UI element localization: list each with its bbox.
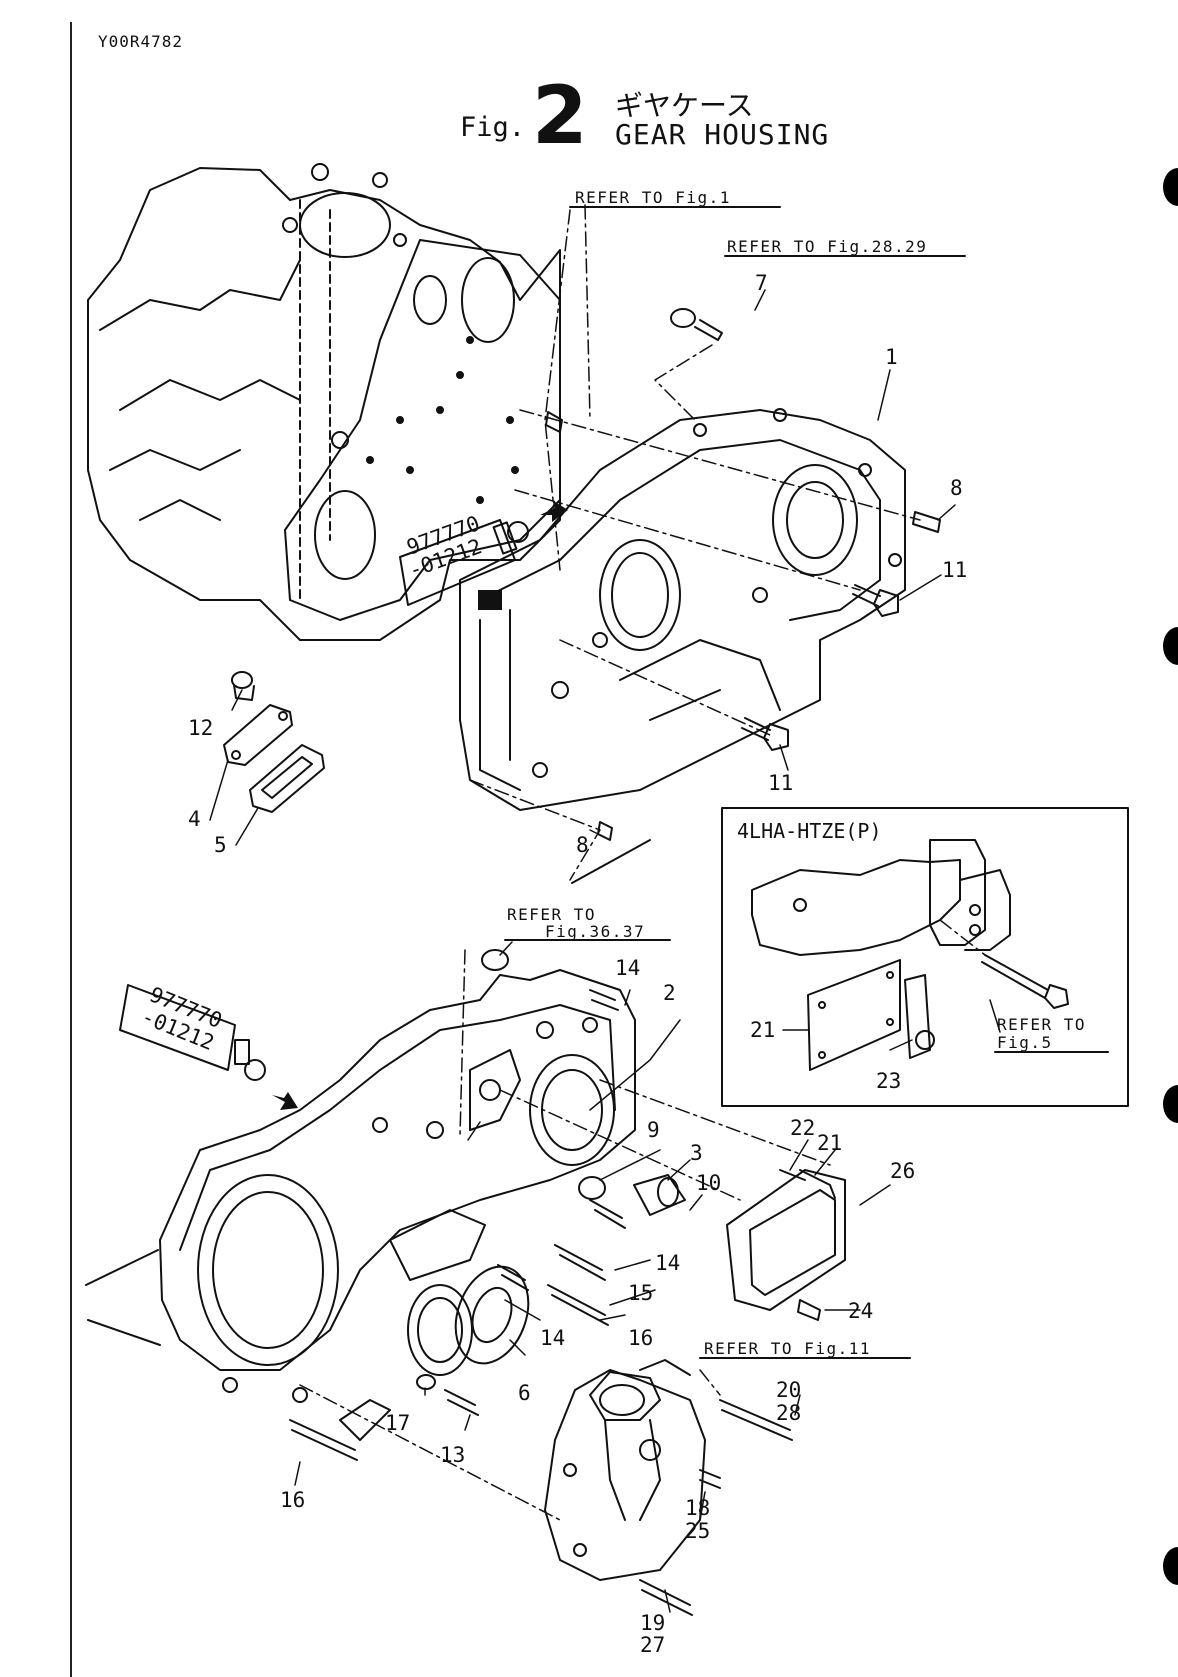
callout-22: 22 xyxy=(790,1116,815,1140)
callout-25: 25 xyxy=(685,1519,710,1543)
callout-11-upper: 11 xyxy=(942,558,967,582)
callout-14-c: 14 xyxy=(540,1326,565,1350)
reference-underlines xyxy=(86,207,1108,1358)
callout-1: 1 xyxy=(885,345,898,369)
cover-plate-part-4 xyxy=(224,705,292,765)
callout-16-a: 16 xyxy=(628,1326,653,1350)
bolt-head-fig36 xyxy=(482,950,508,970)
bolt-part-11-lower xyxy=(742,718,788,750)
callout-21-inset: 21 xyxy=(750,1018,775,1042)
reference-fig36-37-line2: Fig.36.37 xyxy=(545,922,645,941)
water-pump-illustration xyxy=(545,1360,705,1580)
bolt-part-14-b xyxy=(590,1200,625,1228)
callout-23: 23 xyxy=(876,1069,901,1093)
gear-case-cover-illustration xyxy=(160,970,635,1440)
reference-fig11: REFER TO Fig.11 xyxy=(704,1339,871,1358)
callout-10: 10 xyxy=(696,1171,721,1195)
reference-fig1: REFER TO Fig.1 xyxy=(575,188,731,207)
bolt-inset xyxy=(982,955,1068,1008)
callout-9: 9 xyxy=(647,1118,660,1142)
bolt-part-24 xyxy=(798,1300,820,1320)
callout-15: 15 xyxy=(628,1281,653,1305)
callout-7: 7 xyxy=(755,271,768,295)
bolt-part-14-a xyxy=(590,990,618,1010)
callout-11-lower: 11 xyxy=(768,771,793,795)
cap-part-3 xyxy=(634,1175,685,1215)
cylinder-block-illustration xyxy=(88,164,560,640)
reference-fig28-29: REFER TO Fig.28.29 xyxy=(727,237,927,256)
reference-fig5-line1: REFER TO xyxy=(997,1015,1086,1034)
callout-16-b: 16 xyxy=(280,1488,305,1512)
gear-housing-illustration xyxy=(460,409,905,810)
callout-28: 28 xyxy=(776,1401,801,1425)
callout-18: 18 xyxy=(685,1496,710,1520)
callout-5: 5 xyxy=(214,833,227,857)
callout-13: 13 xyxy=(440,1443,465,1467)
callout-20: 20 xyxy=(776,1378,801,1402)
callout-24: 24 xyxy=(848,1299,873,1323)
callout-8-lower: 8 xyxy=(576,833,589,857)
callout-27: 27 xyxy=(640,1633,665,1657)
callout-19: 19 xyxy=(640,1611,665,1635)
bolt-part-7 xyxy=(671,309,722,340)
washer-part-17 xyxy=(417,1375,435,1389)
bolt-part-13 xyxy=(445,1390,478,1415)
plug-part-12 xyxy=(232,672,254,700)
callout-3: 3 xyxy=(690,1141,703,1165)
callout-17: 17 xyxy=(385,1411,410,1435)
inset-model-label: 4LHA-HTZE(P) xyxy=(737,819,882,843)
callout-14-a: 14 xyxy=(615,956,640,980)
cover-part-21-22 xyxy=(727,1170,845,1310)
bolt-part-16-a xyxy=(548,1285,608,1325)
inset-bracket-illustration xyxy=(752,840,1010,955)
dowel-pin-part-8-upper xyxy=(913,512,940,532)
callout-12: 12 xyxy=(188,716,213,740)
oil-seal-part-6 xyxy=(443,1256,541,1373)
callout-2: 2 xyxy=(663,981,676,1005)
o-ring-part-9 xyxy=(579,1177,605,1199)
leader-lines xyxy=(210,290,1000,1612)
callout-21-lower: 21 xyxy=(817,1131,842,1155)
plate-part-21-inset xyxy=(808,960,900,1070)
callout-26: 26 xyxy=(890,1159,915,1183)
callout-14-b: 14 xyxy=(655,1251,680,1275)
bolt-part-15 xyxy=(555,1245,605,1280)
plate-part-23-inset xyxy=(905,975,934,1058)
callout-6: 6 xyxy=(518,1381,531,1405)
inset-frame xyxy=(722,808,1128,1106)
callout-4: 4 xyxy=(188,807,201,831)
reference-fig5-line2: Fig.5 xyxy=(997,1033,1053,1052)
gasket-part-5 xyxy=(250,745,324,812)
callout-8-upper: 8 xyxy=(950,476,963,500)
